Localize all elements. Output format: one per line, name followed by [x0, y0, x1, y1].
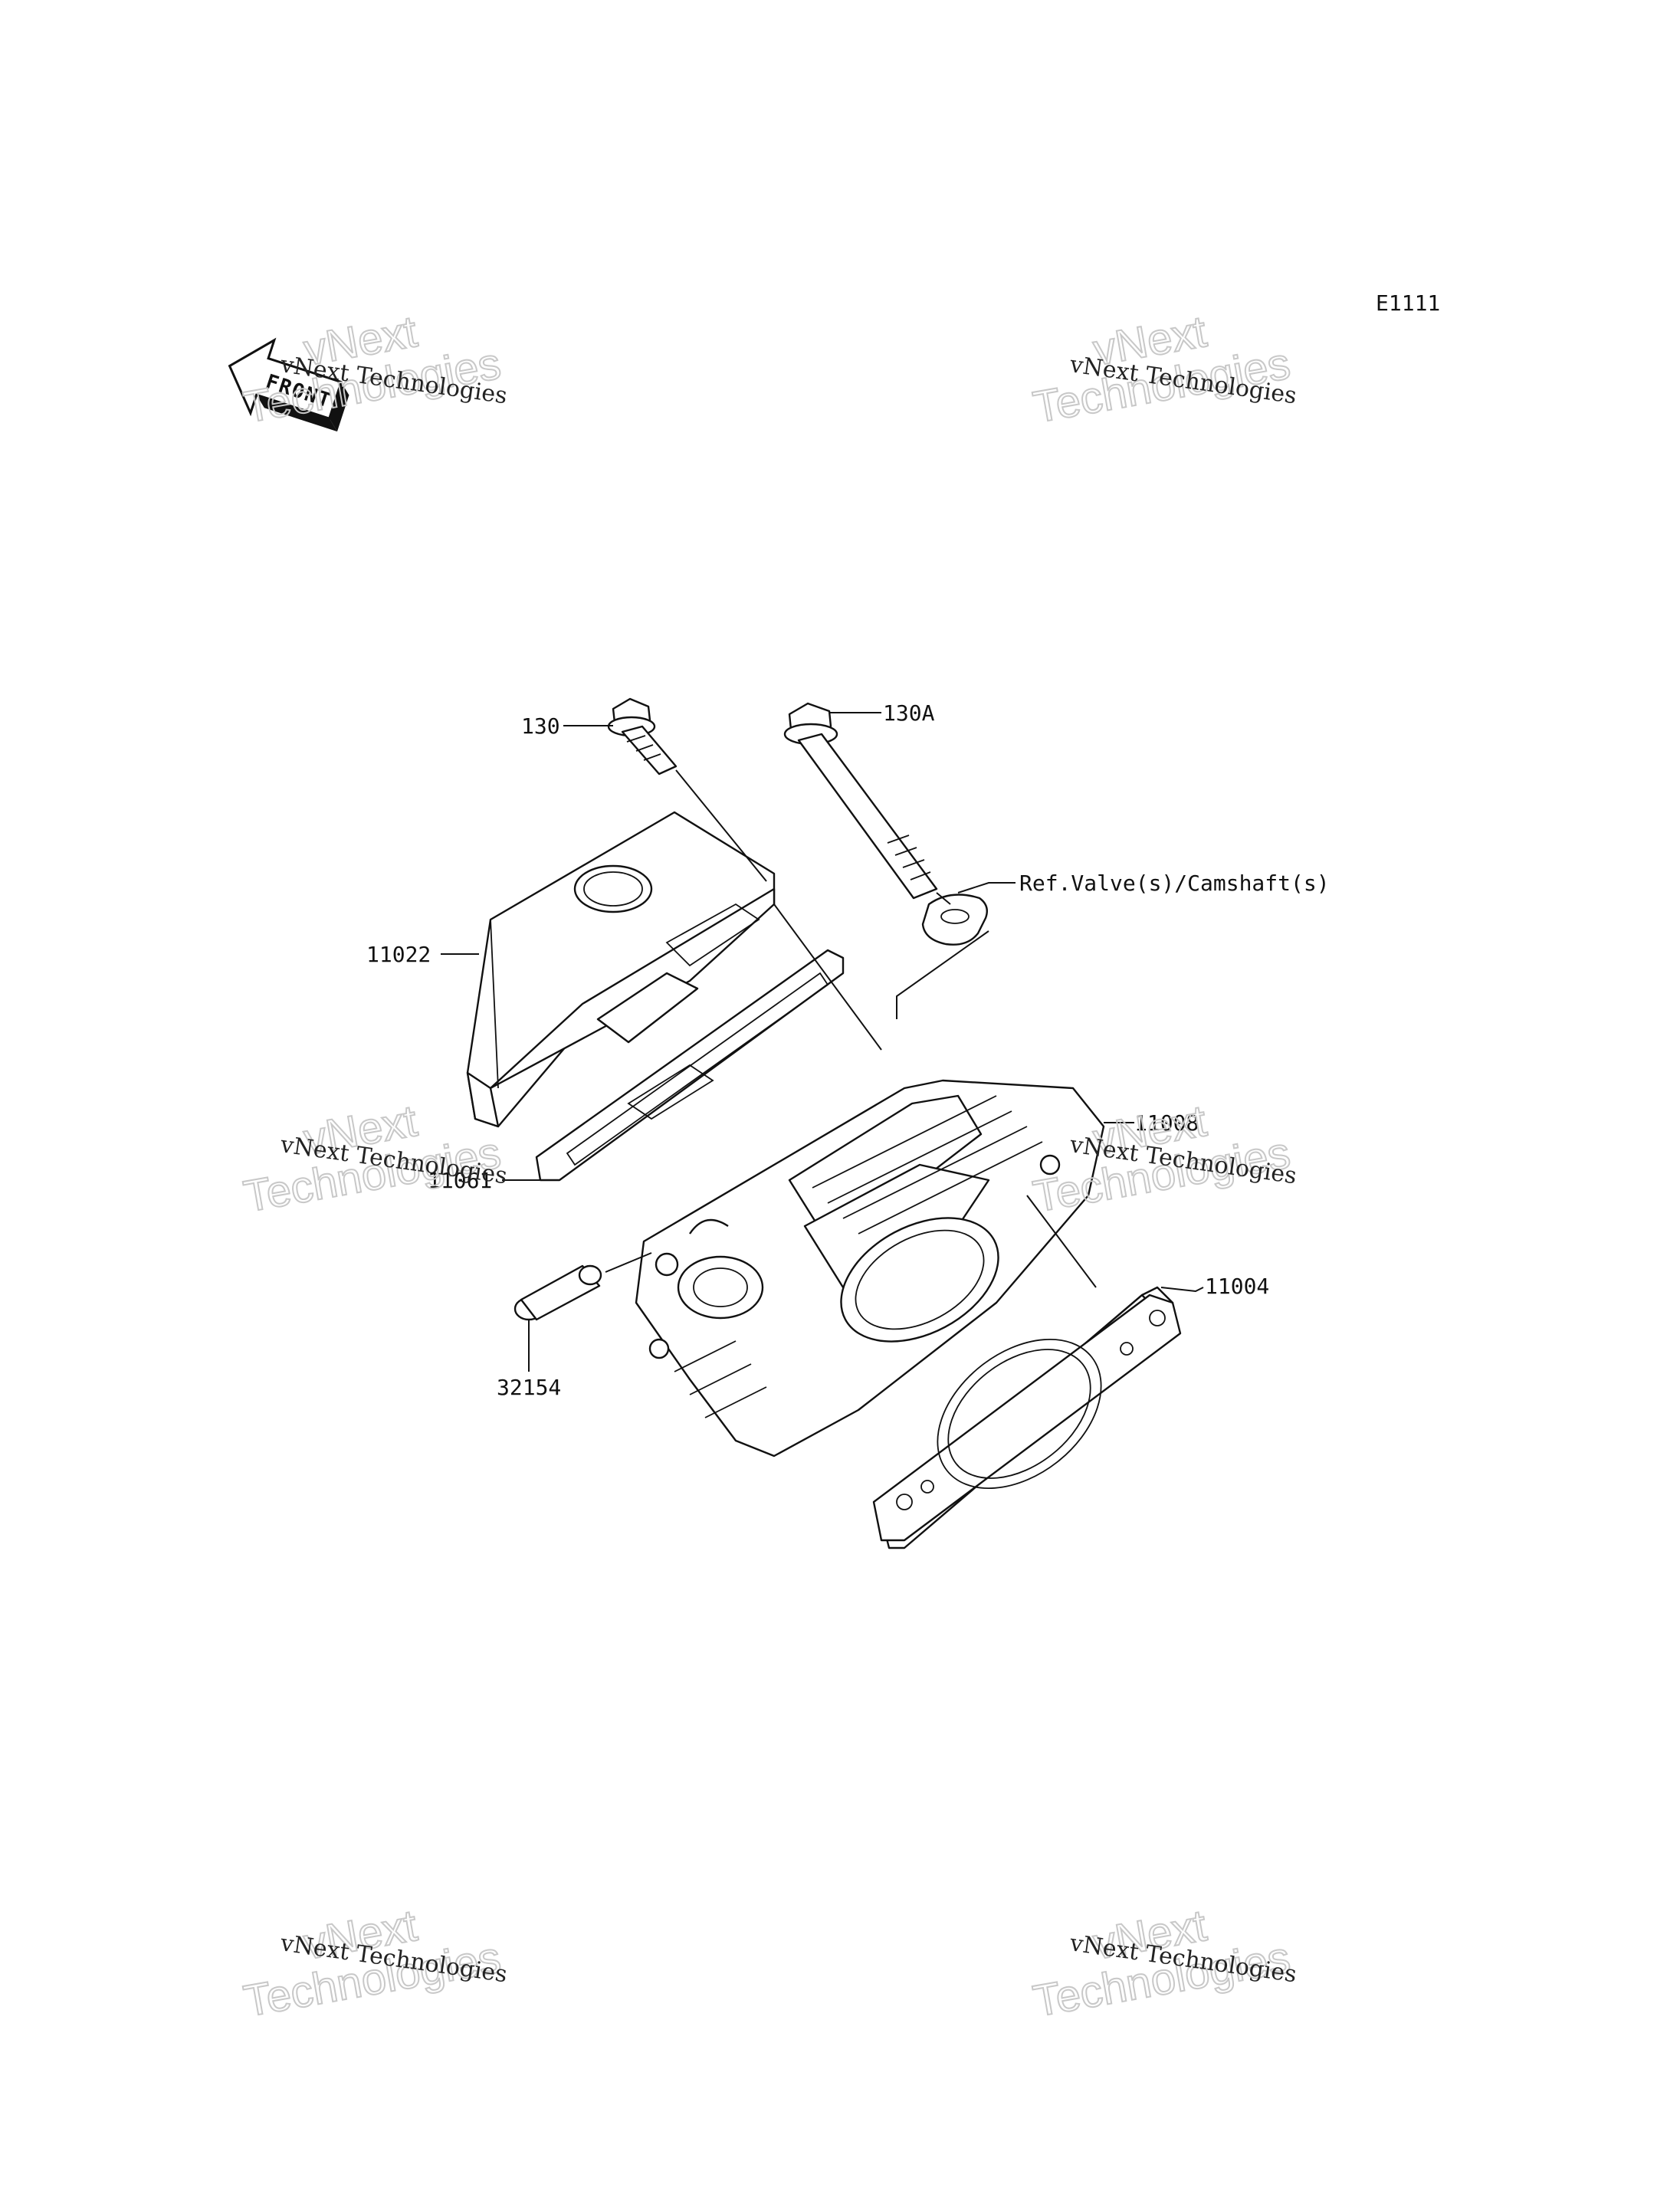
dowel-pin-32154: [514, 1264, 602, 1321]
callout-11061: 11061: [428, 1168, 492, 1193]
leader-lines: [441, 712, 1204, 1372]
head-gasket-11004: [872, 1286, 1182, 1549]
watermark-bottom-left: vNext Technologies: [239, 1900, 505, 2027]
callout-11004: 11004: [1205, 1274, 1269, 1299]
callout-11022: 11022: [366, 942, 431, 967]
bolt-130a: [783, 702, 938, 900]
valve-washer: [921, 894, 988, 946]
front-arrow-icon: FRONT: [228, 337, 349, 432]
callout-ref-valves: Ref.Valve(s)/Camshaft(s): [1019, 871, 1330, 896]
cylinder-head-11008: [635, 1079, 1105, 1458]
callout-32154: 32154: [497, 1375, 561, 1400]
head-cover-11022: [466, 811, 776, 1128]
callout-130a: 130A: [883, 700, 935, 726]
diagram-code: E1111: [1376, 290, 1440, 316]
bolt-130: [607, 697, 678, 776]
callout-130: 130: [521, 713, 560, 739]
callout-11008: 11008: [1134, 1110, 1199, 1136]
